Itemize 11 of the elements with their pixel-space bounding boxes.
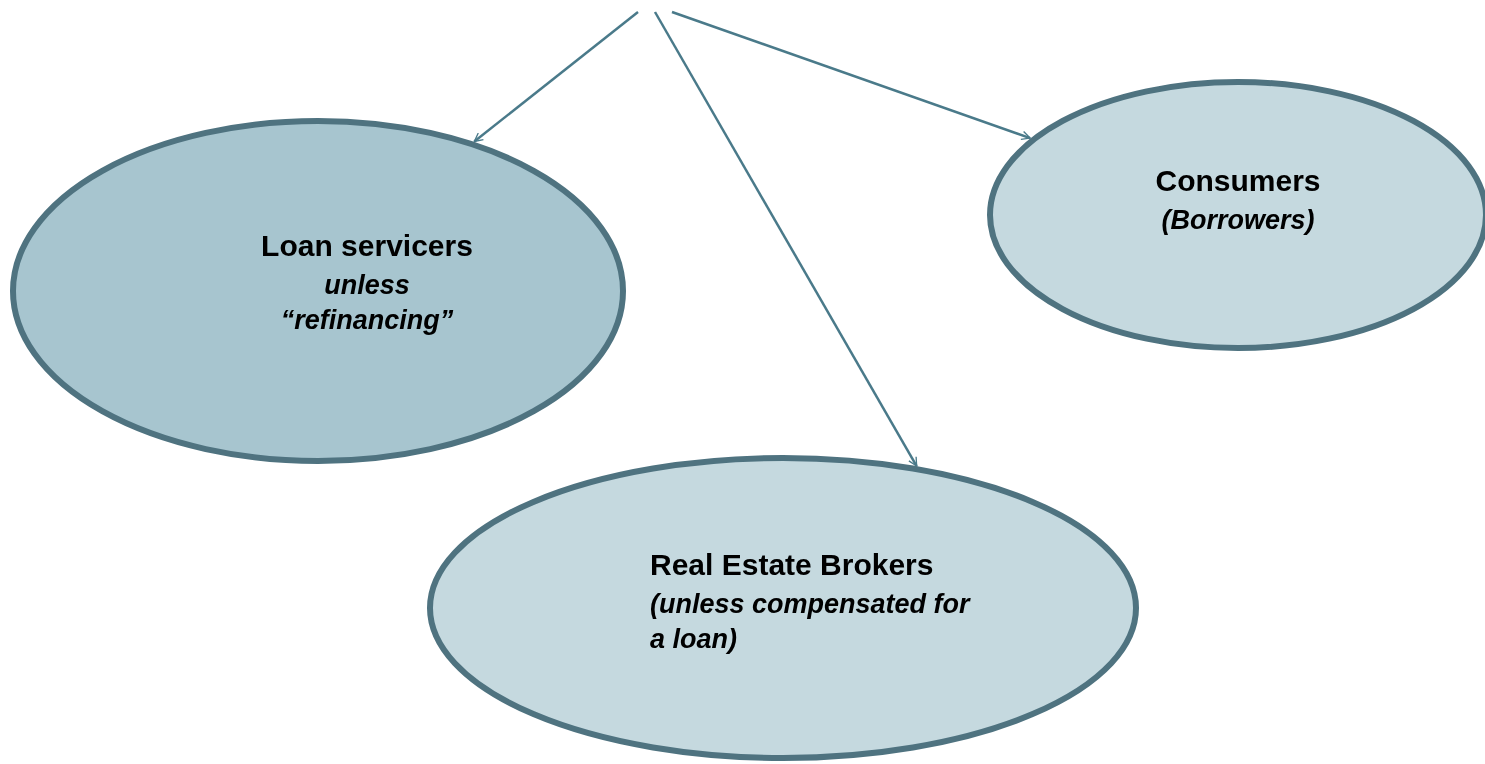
node-note: (Borrowers) <box>1160 204 1316 237</box>
node-note: unless “refinancing” <box>279 269 455 338</box>
arrow <box>473 11 639 143</box>
node-title: Real Estate Brokers <box>650 547 935 583</box>
oval-node <box>10 118 626 464</box>
arrow <box>653 11 918 467</box>
node-note: (unless compensated for a loan) <box>650 588 970 657</box>
node-title: Loan servicers <box>260 228 474 264</box>
arrow <box>671 10 1031 140</box>
node-title: Consumers <box>1154 163 1322 199</box>
oval-node <box>427 455 1139 761</box>
